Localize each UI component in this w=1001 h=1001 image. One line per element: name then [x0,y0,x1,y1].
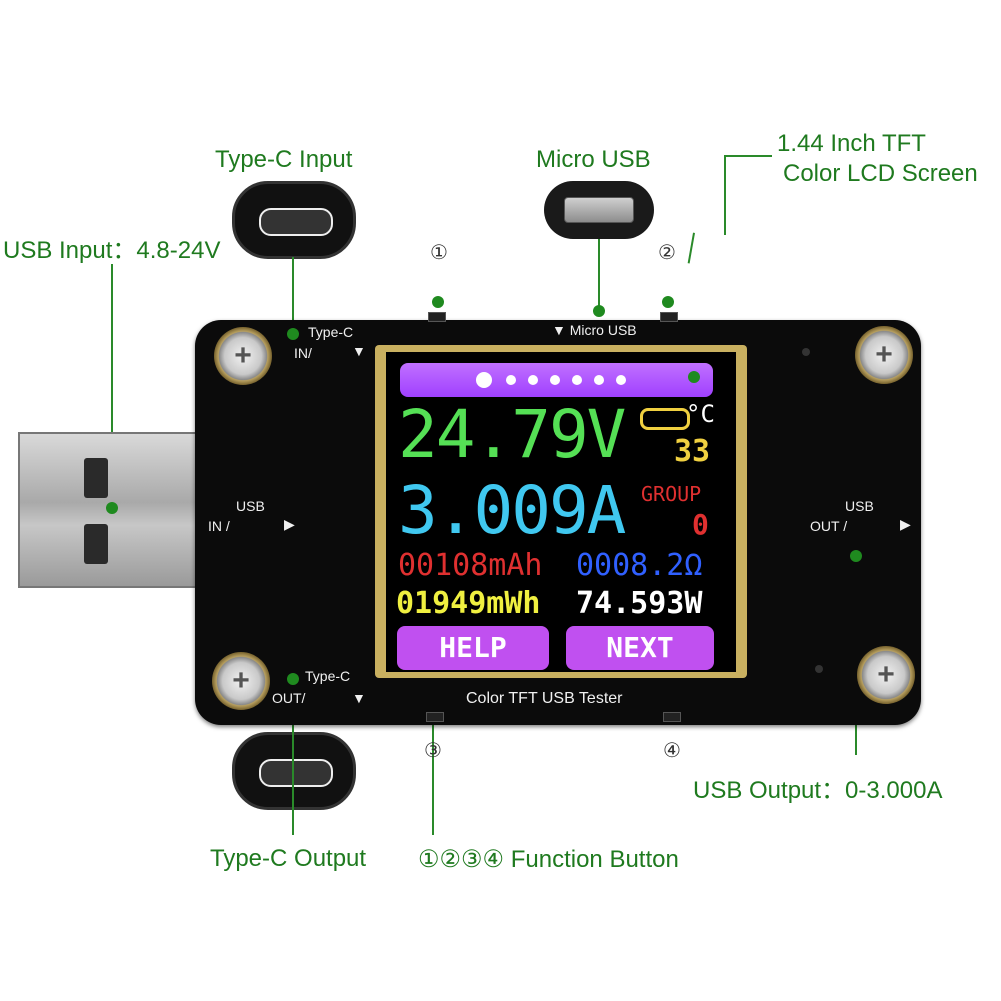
callout-anchor-dot [688,371,700,383]
indicator-hole [802,348,810,356]
type-c-output-leader [292,680,294,835]
indicator-hole [815,665,823,673]
callout-anchor-dot [662,296,674,308]
silk-tester-name: Color TFT USB Tester [466,690,623,707]
status-dot [506,375,516,385]
usb-output-label: USB Output：0-3.000A [693,777,943,804]
micro-usb-leader [598,239,600,309]
type-c-output-port-icon [232,732,356,810]
silk-out-right: OUT / [810,518,848,534]
thermometer-icon [640,408,690,430]
micro-usb-label: Micro USB [536,146,651,173]
callout-anchor-dot [106,502,118,514]
screw-bottom-left-icon [212,652,270,710]
callout-anchor-dot [593,305,605,317]
power-readout: 74.593W [576,586,703,621]
micro-usb-port-icon [544,181,654,239]
temp-unit: °C [686,400,715,428]
button-3-number: ③ [424,740,442,762]
silk-out-bottom: OUT/ [272,690,306,706]
group-value: 0 [692,508,709,541]
function-button-3[interactable] [426,712,444,722]
lcd-leader-v1 [724,155,726,235]
resistance-readout: 0008.2Ω [576,548,703,583]
right-arrow-icon: ▶ [284,516,295,532]
capacity-readout: 00108mAh [398,548,543,583]
type-c-output-label: Type-C Output [210,845,367,872]
function-button-1[interactable] [428,312,446,322]
type-c-input-label: Type-C Input [215,146,353,173]
silk-in-left: IN / [208,518,230,534]
current-readout: 3.009A [398,472,626,549]
usb-input-label: USB Input：4.8-24V [3,237,221,264]
energy-readout: 01949mWh [396,586,541,621]
lcd-label-line1: 1.44 Inch TFT [777,130,926,157]
lcd-leader-v2 [687,232,695,264]
status-dot [550,375,560,385]
lcd-label-line2: Color LCD Screen [783,160,978,187]
silk-usb-right: USB [845,498,874,514]
function-button-leader [432,725,434,835]
status-dot [572,375,582,385]
function-button-label: ①②③④ Function Button [418,846,679,873]
lcd-status-bar [400,363,713,397]
function-button-2[interactable] [660,312,678,322]
next-softkey[interactable]: NEXT [566,626,714,670]
status-dot [528,375,538,385]
silk-usb-left: USB [236,498,265,514]
type-c-input-port-icon [232,181,356,259]
button-1-number: ① [430,242,448,264]
screw-top-right-icon [855,326,913,384]
type-c-input-leader [292,257,294,332]
button-4-number: ④ [663,740,681,762]
down-arrow-icon: ▼ [352,690,366,706]
group-label: GROUP [641,482,702,506]
usb-plug-hole [84,458,108,498]
status-dot [476,372,492,388]
silk-in-top: IN/ [294,345,312,361]
button-2-number: ② [658,242,676,264]
right-arrow-icon: ▶ [900,516,911,532]
status-dot [616,375,626,385]
voltage-readout: 24.79V [398,396,626,473]
function-button-4[interactable] [663,712,681,722]
silk-typec-top: Type-C [308,324,354,340]
down-arrow-icon: ▼ [352,343,366,359]
callout-anchor-dot [287,673,299,685]
lcd-leader-h [724,155,772,157]
silk-micro-usb: ▼ Micro USB [552,322,637,338]
screw-top-left-icon [214,327,272,385]
screw-bottom-right-icon [857,646,915,704]
callout-anchor-dot [287,328,299,340]
callout-anchor-dot [850,550,862,562]
usb-plug-hole [84,524,108,564]
callout-anchor-dot [432,296,444,308]
silk-typec-bottom: Type-C [305,668,351,684]
usb-input-leader [111,264,113,506]
help-softkey[interactable]: HELP [397,626,549,670]
lcd-screen [386,352,736,672]
status-dot [594,375,604,385]
temp-value: 33 [674,434,711,469]
